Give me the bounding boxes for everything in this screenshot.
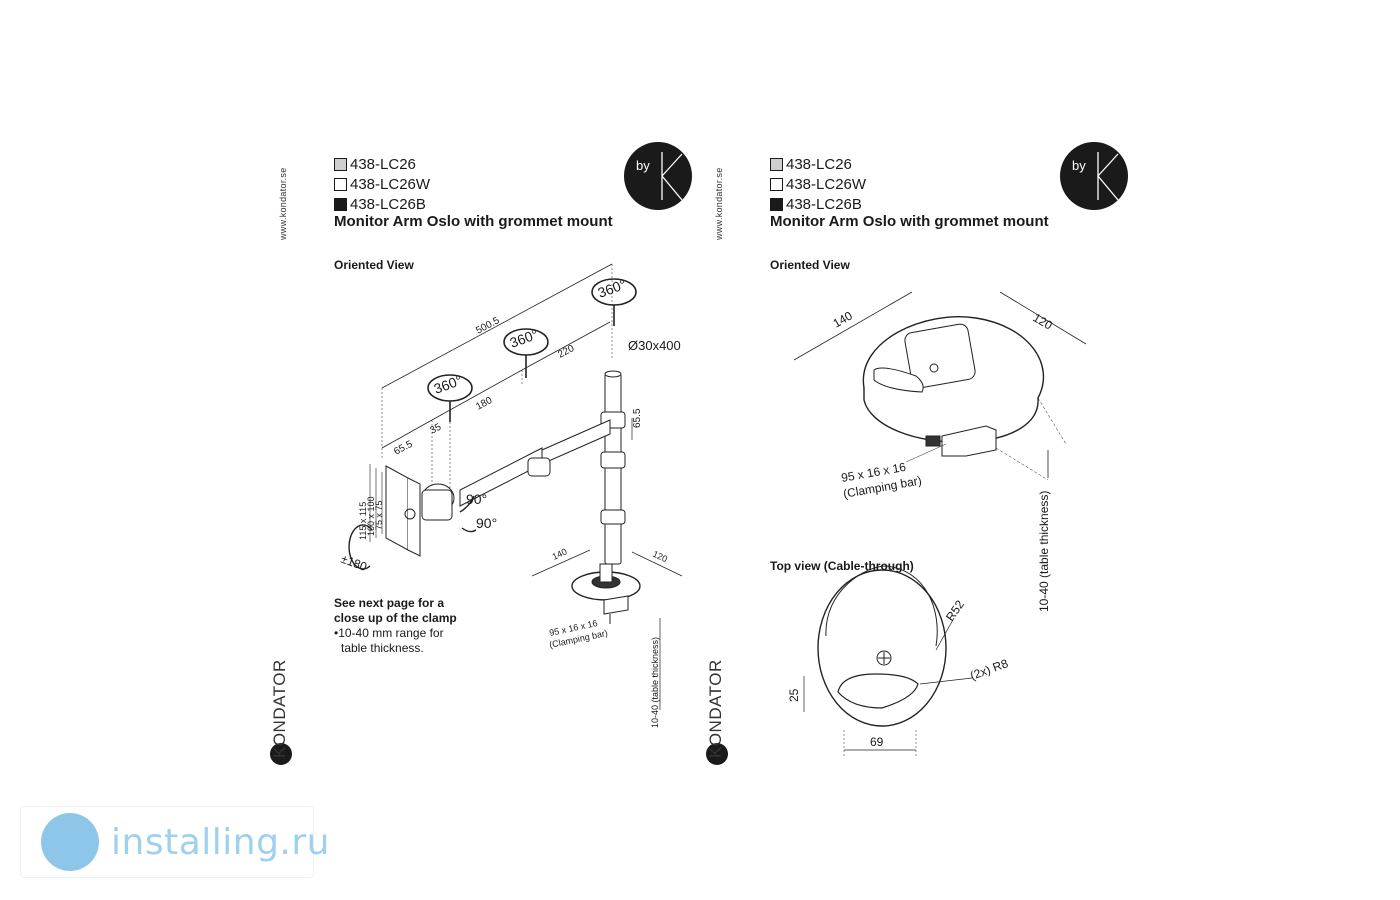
grommet-base-drawing: 140 120 95 x 16 x 16 (Clamping bar) 10-4… bbox=[787, 291, 1087, 756]
byk-logo-icon: by bbox=[1060, 142, 1128, 210]
black-swatch-icon bbox=[334, 197, 347, 211]
white-swatch-icon bbox=[770, 177, 783, 191]
radius-r8: (2x) R8 bbox=[968, 656, 1010, 683]
tilt-90-1: 90° bbox=[466, 491, 487, 507]
brand-vertical: KONDATOR bbox=[270, 659, 289, 758]
clamp-note: See next page for a close up of the clam… bbox=[334, 596, 457, 655]
sku-item: 438-LC26 bbox=[770, 154, 866, 174]
vesa-75: 75 x 75 bbox=[374, 500, 384, 530]
svg-text:by: by bbox=[636, 158, 650, 173]
oriented-view-label: Oriented View bbox=[770, 258, 850, 272]
brand-vertical: KONDATOR bbox=[706, 659, 725, 758]
dim-220: 220 bbox=[556, 343, 576, 361]
slot-width: 69 bbox=[870, 735, 884, 749]
dim-overall: 500.5 bbox=[474, 315, 502, 337]
dim-base-120: 120 bbox=[1031, 310, 1056, 332]
rotation-180: ±180 bbox=[339, 552, 369, 574]
dim-180: 180 bbox=[474, 395, 494, 413]
radius-r52: R52 bbox=[943, 597, 967, 623]
grey-swatch-icon bbox=[334, 157, 347, 171]
brand-mark-icon bbox=[706, 743, 728, 765]
table-thickness: 10-40 (table thickness) bbox=[1037, 491, 1051, 612]
white-swatch-icon bbox=[334, 177, 347, 191]
watermark: installing.ru bbox=[20, 806, 329, 878]
rotation-360-1: 360° bbox=[432, 372, 465, 397]
slot-height: 25 bbox=[787, 688, 801, 702]
product-title: Monitor Arm Oslo with grommet mount bbox=[334, 213, 613, 230]
tilt-90-2: 90° bbox=[476, 515, 497, 531]
installing-logo-icon bbox=[41, 813, 99, 871]
dim-35: 35 bbox=[428, 422, 443, 437]
sku-list: 438-LC26 438-LC26W 438-LC26B bbox=[334, 154, 430, 214]
dim-65-5: 65.5 bbox=[392, 439, 415, 458]
sku-item: 438-LC26B bbox=[334, 194, 430, 214]
vesa-115: 115 x 115 bbox=[358, 502, 368, 540]
byk-logo-icon: by bbox=[624, 142, 692, 210]
brand-mark-icon bbox=[270, 743, 292, 765]
spec-sheet-right: www.kondator.se KONDATOR 438-LC26 438-LC… bbox=[706, 140, 1136, 780]
monitor-arm-oriented-drawing: 500.5 220 180 65.5 35 Ø30x400 65.5 360° … bbox=[339, 263, 683, 728]
rotation-360-2: 360° bbox=[508, 326, 541, 351]
sku-item: 438-LC26 bbox=[334, 154, 430, 174]
black-swatch-icon bbox=[770, 197, 783, 211]
product-title: Monitor Arm Oslo with grommet mount bbox=[770, 213, 1049, 230]
sku-list: 438-LC26 438-LC26W 438-LC26B bbox=[770, 154, 866, 214]
dim-pole: Ø30x400 bbox=[628, 338, 681, 353]
sku-item: 438-LC26B bbox=[770, 194, 866, 214]
table-thickness: 10-40 (table thickness) bbox=[650, 637, 660, 728]
spec-sheet-left: www.kondator.se KONDATOR 438-LC26 438-LC… bbox=[270, 140, 700, 780]
svg-text:by: by bbox=[1072, 158, 1086, 173]
website-vertical: www.kondator.se bbox=[714, 167, 724, 240]
watermark-text: installing.ru bbox=[111, 822, 330, 863]
dim-arm-height: 65.5 bbox=[632, 408, 643, 428]
dim-base-140: 140 bbox=[551, 546, 569, 561]
sku-item: 438-LC26W bbox=[334, 174, 430, 194]
sku-item: 438-LC26W bbox=[770, 174, 866, 194]
dim-base-120: 120 bbox=[651, 549, 669, 564]
grey-swatch-icon bbox=[770, 157, 783, 171]
website-vertical: www.kondator.se bbox=[278, 167, 288, 240]
oriented-view-label: Oriented View bbox=[334, 258, 414, 272]
vesa-100: 100 x 100 bbox=[366, 496, 376, 536]
